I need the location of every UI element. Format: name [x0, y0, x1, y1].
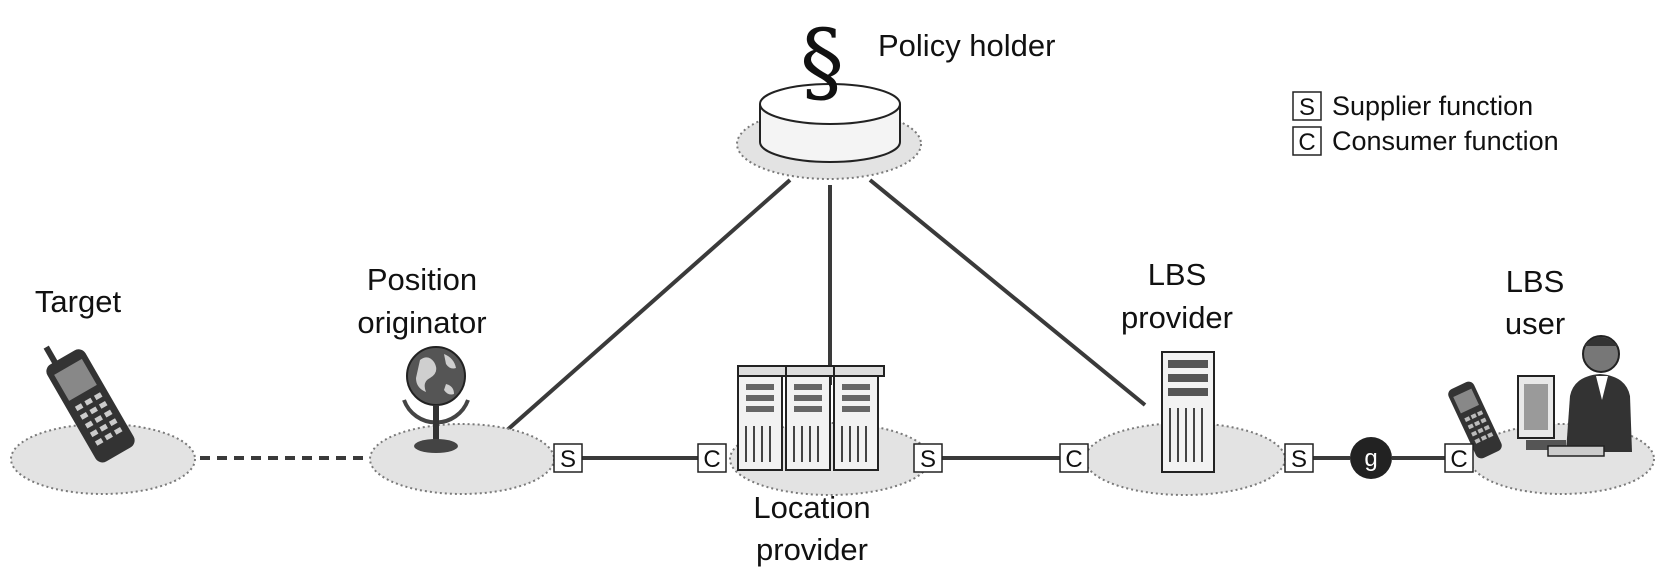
supplier-box-letter: S	[560, 446, 576, 473]
target-label: Target	[35, 284, 122, 319]
consumer-box-letter: C	[1065, 446, 1082, 473]
user-at-computer-icon	[1517, 335, 1632, 457]
legend-supplier-letter: S	[1299, 94, 1315, 121]
consumer-box-lbs-provider: C	[1059, 443, 1089, 473]
paragraph-symbol-icon: §	[800, 10, 844, 113]
consumer-box-letter: C	[1450, 446, 1467, 473]
lbs-provider-label-line2: provider	[1121, 300, 1233, 335]
user-mobile-phone-icon	[1448, 381, 1502, 459]
consumer-box-lbs-user: C	[1444, 443, 1474, 473]
supplier-box-letter: S	[920, 446, 936, 473]
position-originator-label-line1: Position	[367, 262, 477, 297]
supplier-box-lbs-provider: S	[1284, 443, 1314, 473]
gateway-label: g	[1364, 445, 1377, 472]
supplier-box-originator: S	[553, 443, 583, 473]
location-provider-label-line1: Location	[753, 490, 870, 525]
mobile-phone-icon	[43, 345, 135, 463]
gateway-node: g	[1350, 437, 1392, 479]
supplier-box-location: S	[913, 443, 943, 473]
link-policy-to-originator	[503, 178, 792, 434]
server-rack-icon	[737, 365, 885, 471]
position-originator-label-line2: originator	[357, 305, 486, 340]
legend-supplier-text: Supplier function	[1332, 91, 1533, 121]
lbs-user-label-line2: user	[1505, 306, 1565, 341]
location-provider-label-line2: provider	[756, 532, 868, 567]
database-icon	[759, 83, 901, 163]
consumer-box-location: C	[697, 443, 727, 473]
lbs-provider-label-line1: LBS	[1148, 257, 1207, 292]
originator-platform	[369, 423, 555, 495]
platforms	[10, 108, 1655, 496]
policy-holder-label: Policy holder	[878, 28, 1055, 63]
link-policy-to-lbs-provider	[868, 178, 1147, 407]
supplier-box-letter: S	[1291, 446, 1307, 473]
consumer-box-letter: C	[703, 446, 720, 473]
legend-consumer: C Consumer function	[1292, 126, 1559, 156]
legend-consumer-text: Consumer function	[1332, 126, 1559, 156]
legend-consumer-letter: C	[1298, 129, 1315, 156]
legend-supplier: S Supplier function	[1292, 91, 1533, 121]
globe-icon	[402, 346, 470, 453]
legend: S Supplier function C Consumer function	[1292, 91, 1559, 156]
connections	[200, 178, 1445, 460]
lbs-user-label-line1: LBS	[1506, 264, 1565, 299]
server-tower-icon	[1161, 351, 1215, 473]
